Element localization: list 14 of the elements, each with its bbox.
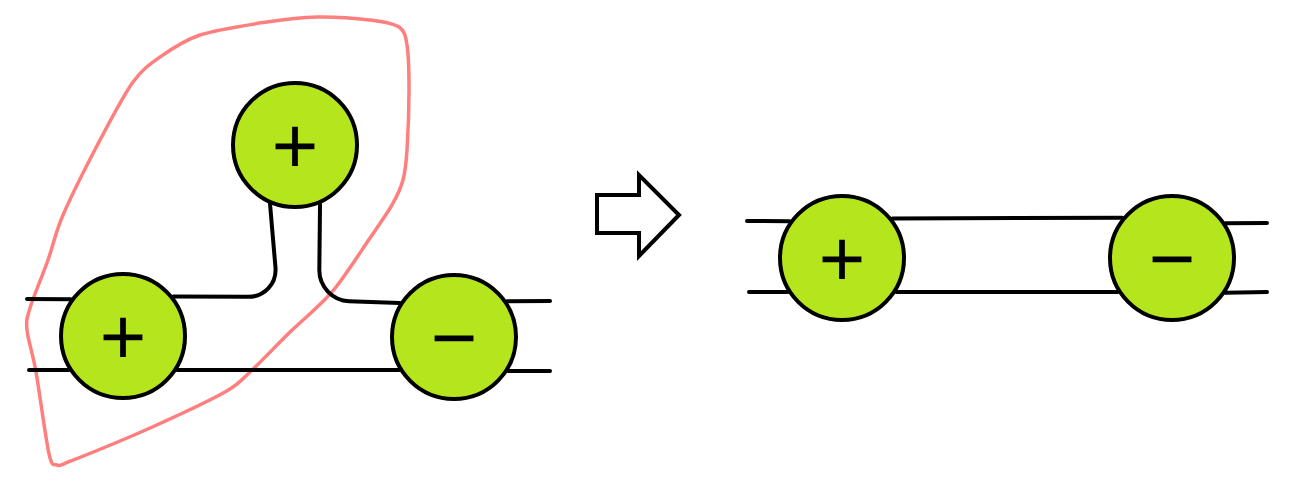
connector-line (747, 289, 790, 294)
connector-line (505, 299, 552, 304)
connector-line (506, 368, 552, 373)
connector-line (894, 289, 1120, 294)
selection-loop (24, 15, 411, 468)
connector-line (317, 201, 402, 306)
connector-line (175, 367, 402, 372)
connector-line (27, 367, 71, 372)
connector-line (1223, 290, 1269, 295)
connector-line (745, 219, 792, 224)
connector-line (890, 215, 1125, 221)
connector-line (1223, 221, 1269, 226)
connector-line (171, 201, 278, 299)
connector-line (25, 297, 73, 302)
